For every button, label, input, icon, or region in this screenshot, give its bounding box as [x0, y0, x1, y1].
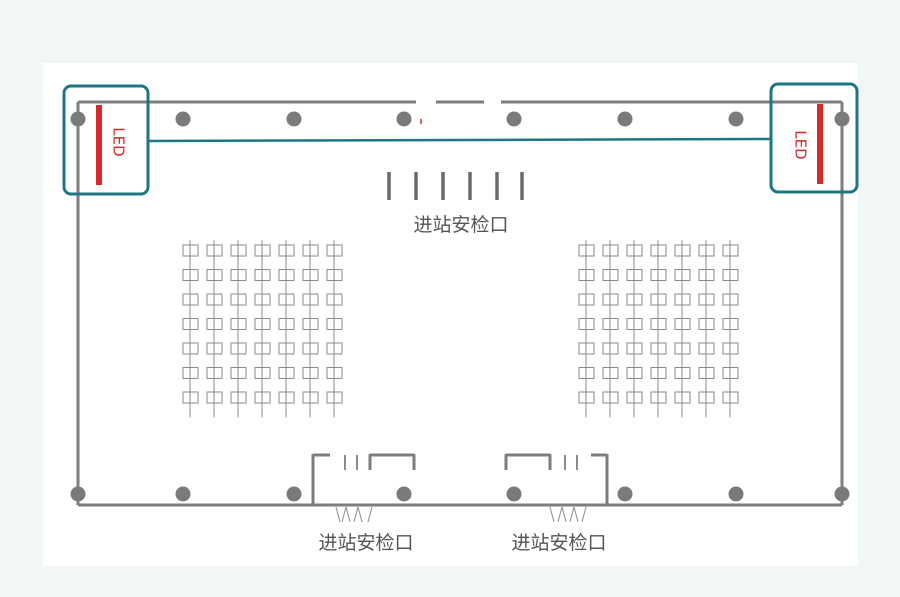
led-screen-right-label: LED: [791, 130, 810, 160]
pillar-bottom-5: [506, 486, 522, 502]
led-highlights: [62, 82, 859, 196]
entrance-a-door-1: [335, 506, 341, 523]
led-screen-left-label: LED: [109, 127, 128, 157]
bottom-left-entrance-label: 进站安检口: [318, 532, 414, 554]
bottom-right-entrance-label: 进站安检口: [511, 532, 607, 554]
pillar-top-2: [175, 111, 191, 127]
entrance-b-door-3: [573, 506, 579, 523]
pillars: [70, 111, 850, 502]
entrance-a-door-3: [357, 506, 363, 523]
entrance-b-door-1: [549, 506, 555, 523]
bottom-entrances: [311, 453, 609, 523]
entrance-a-door-1b: [341, 506, 347, 523]
walls: [76, 100, 844, 507]
pillar-bottom-4: [396, 486, 412, 502]
pillar-bottom-6: [617, 486, 633, 502]
pillar-top-3: [286, 111, 302, 127]
top-gates: [387, 172, 524, 200]
pillar-bottom-1: [70, 486, 86, 502]
pillar-top-4: [396, 111, 412, 127]
entrance-b-door-1b: [557, 506, 563, 523]
top-entrance-label: 进站安检口: [413, 214, 509, 236]
entrance-a-door-2b: [353, 506, 359, 523]
entrance-a-door-2: [345, 506, 351, 523]
pillar-bottom-2: [175, 486, 191, 502]
led-screen-right: [817, 104, 823, 184]
entrance-b-door-2b: [569, 506, 575, 523]
pillar-bottom-7: [728, 486, 744, 502]
entrance-a-door-3b: [367, 506, 373, 523]
pillar-top-5: [506, 111, 522, 127]
pillar-bottom-3: [286, 486, 302, 502]
pillar-top-7: [728, 111, 744, 127]
led-screen-left: [96, 105, 102, 185]
plan-panel: [43, 63, 858, 566]
pillar-top-1: [70, 111, 86, 127]
entrance-b-door-3b: [581, 506, 587, 523]
seating-area: [182, 240, 739, 418]
entrance-b-door-2: [561, 506, 567, 523]
pillar-bottom-8: [834, 486, 850, 502]
pillar-top-8: [834, 111, 850, 127]
led-connector-line: [147, 137, 772, 143]
led-highlight-box-right: [769, 82, 859, 194]
pillar-top-6: [617, 111, 633, 127]
